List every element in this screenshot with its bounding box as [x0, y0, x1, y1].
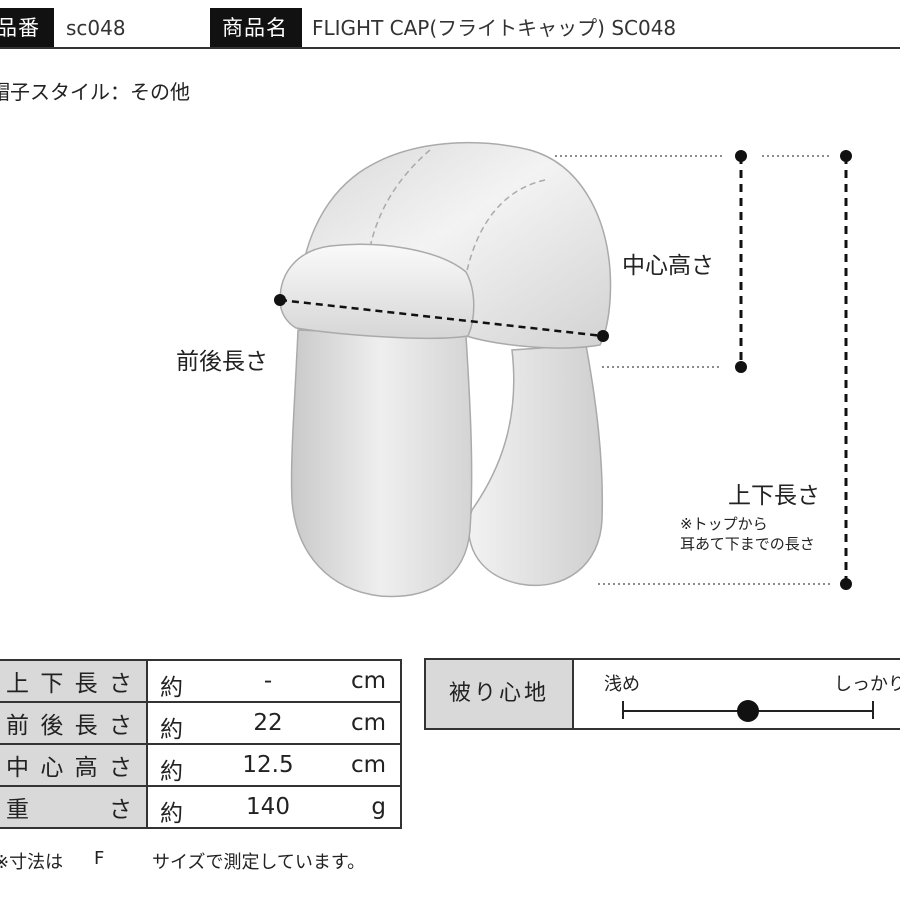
size-value: - [263, 668, 273, 694]
size-unit: cm [350, 752, 386, 778]
left-ear-flap [290, 329, 473, 598]
approx-prefix: 約 [160, 759, 183, 785]
header-divider [0, 47, 900, 49]
product-code-label: 品番 [0, 8, 54, 48]
cap-brim [279, 243, 475, 340]
product-name-label: 商品名 [210, 8, 302, 48]
approx-prefix: 約 [160, 675, 183, 701]
fit-label: 被り心地 [426, 660, 574, 728]
table-row: 前後長さ 約 22 cm [0, 701, 402, 745]
approx-prefix: 約 [160, 801, 183, 827]
size-value-cell: 約 140 g [146, 785, 402, 829]
size-label: 重さ [0, 785, 148, 829]
top-bottom-length-label: 上下長さ [728, 483, 820, 509]
size-value: 12.5 [242, 752, 294, 778]
size-value-cell: 約 12.5 cm [146, 743, 402, 787]
table-row: 上下長さ 約 - cm [0, 659, 402, 703]
note-line-1: ※トップから [680, 515, 768, 533]
cap-measurement-diagram: 中心高さ 前後長さ 上下長さ ※トップから 耳あて下までの長さ [0, 110, 900, 630]
footnote-size: F [94, 848, 105, 869]
size-value-cell: 約 22 cm [146, 701, 402, 745]
fit-level-marker [737, 700, 759, 722]
center-height-label: 中心高さ [622, 253, 714, 279]
size-unit: g [371, 794, 386, 820]
fit-scale-tick-left [622, 701, 624, 719]
fit-deep-label: しっかり [834, 674, 900, 695]
size-value: 140 [246, 794, 290, 820]
note-line-2: 耳あて下までの長さ [680, 535, 815, 553]
size-label: 中心高さ [0, 743, 148, 787]
product-code-value: sc048 [66, 16, 126, 40]
footnote-prefix: ※寸法は [0, 852, 64, 873]
right-ear-flap [468, 344, 604, 587]
footnote-suffix: サイズで測定しています。 [152, 852, 366, 873]
size-value-cell: 約 - cm [146, 659, 402, 703]
size-label: 前後長さ [0, 701, 148, 745]
product-name-value: FLIGHT CAP(フライトキャップ) SC048 [312, 16, 677, 40]
front-back-length-label: 前後長さ [176, 349, 268, 375]
size-table: 上下長さ 約 - cm 前後長さ 約 22 cm 中心高さ 約 12.5 cm … [0, 659, 402, 829]
fit-indicator: 被り心地 浅め しっかり [424, 658, 900, 730]
cap-illustration [274, 141, 852, 598]
approx-prefix: 約 [160, 717, 183, 743]
size-unit: cm [350, 668, 386, 694]
measurement-note: ※トップから 耳あて下までの長さ [680, 514, 815, 554]
hat-style-text: 帽子スタイル：その他 [0, 80, 190, 104]
size-unit: cm [350, 710, 386, 736]
table-row: 中心高さ 約 12.5 cm [0, 743, 402, 787]
size-value: 22 [253, 710, 283, 736]
fit-shallow-label: 浅め [604, 674, 640, 695]
size-label: 上下長さ [0, 659, 148, 703]
fit-scale-tick-right [872, 701, 874, 719]
table-row: 重さ 約 140 g [0, 785, 402, 829]
